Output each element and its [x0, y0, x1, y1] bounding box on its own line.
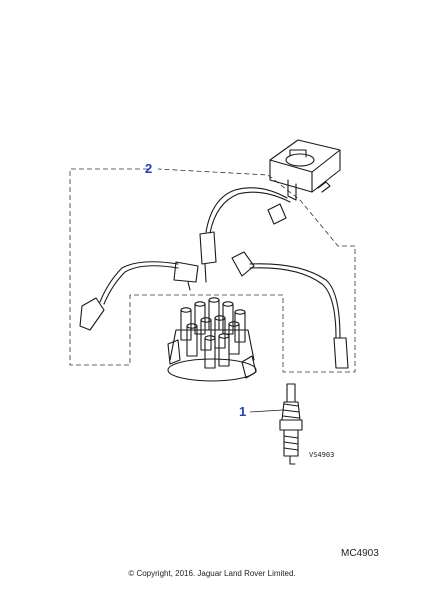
- cap-tower-top: [186, 323, 198, 329]
- cap-tower: [228, 323, 240, 355]
- left-ht-lead: [79, 261, 199, 331]
- cap-tower: [218, 335, 230, 367]
- cap-tower-top: [214, 315, 226, 321]
- cap-tower: [194, 303, 206, 335]
- cap-tower-top: [200, 317, 212, 323]
- cap-tower-top: [194, 301, 206, 307]
- cap-tower: [180, 309, 192, 341]
- distributor-cap: [167, 297, 257, 382]
- cap-tower-top: [218, 333, 230, 339]
- copyright-notice: © Copyright, 2016. Jaguar Land Rover Lim…: [128, 569, 296, 578]
- right-ht-lead: [231, 251, 349, 369]
- catalog-reference: MC4903: [341, 548, 379, 559]
- lead-set-group-outline: [69, 168, 356, 373]
- cap-tower-top: [228, 321, 240, 327]
- cap-tower-top: [208, 297, 220, 303]
- diagram-reference: VS4903: [309, 451, 335, 459]
- spark-plug-leader: [249, 409, 284, 413]
- cap-tower-top: [222, 301, 234, 307]
- cap-tower: [200, 319, 212, 351]
- cap-tower-top: [180, 307, 192, 313]
- cap-tower: [208, 299, 220, 331]
- cap-tower: [186, 325, 198, 357]
- cap-tower: [204, 337, 216, 369]
- cap-tower-top: [204, 335, 216, 341]
- ht-lead-set-callout[interactable]: 2: [145, 161, 153, 176]
- cap-tower: [214, 317, 226, 349]
- coil-ht-lead: [199, 187, 291, 283]
- spark-plug-callout[interactable]: 1: [239, 404, 247, 419]
- cap-tower-top: [234, 309, 246, 315]
- spark-plug: [279, 383, 303, 465]
- ignition-coil: [269, 139, 341, 201]
- cap-tower: [234, 311, 246, 343]
